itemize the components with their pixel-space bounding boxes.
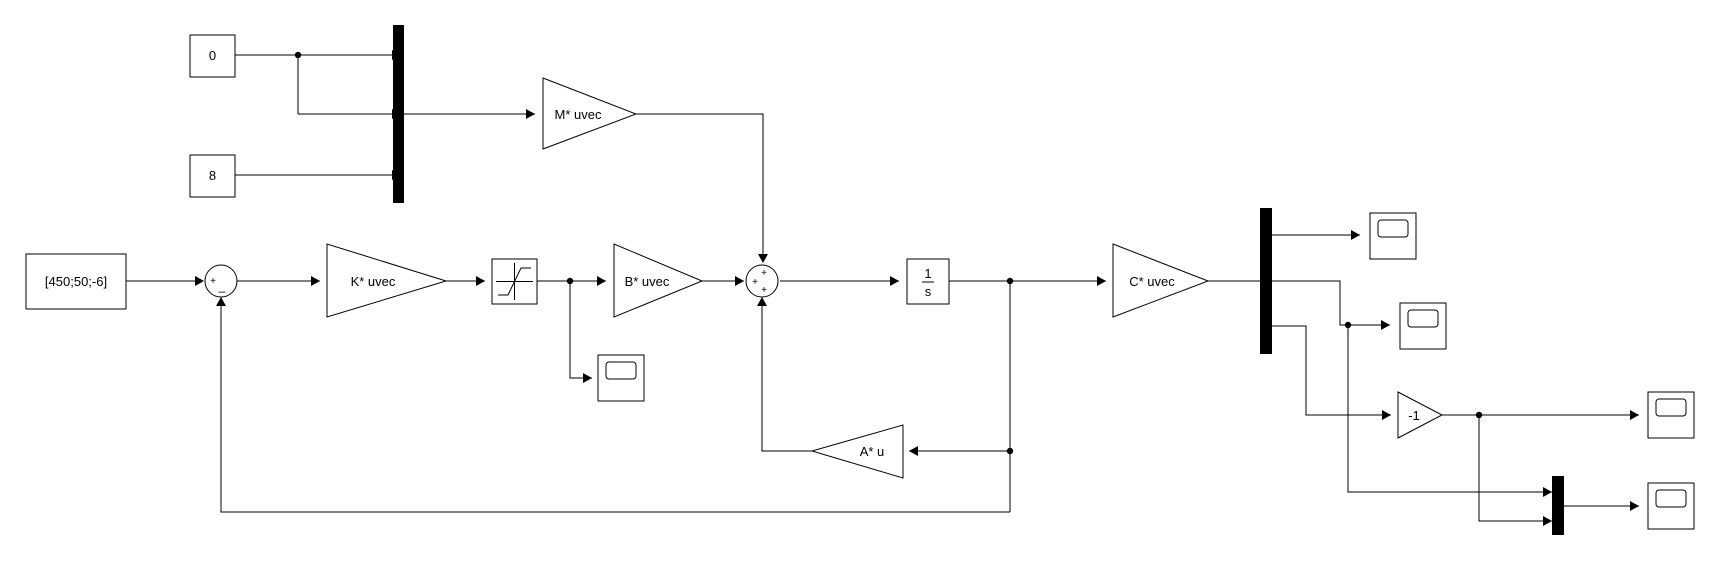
signal-lines [126,54,1639,522]
scope-combined[interactable] [1647,482,1695,530]
branch-dot [1006,277,1014,285]
scope-screen-icon [605,361,637,380]
gain-block-negate[interactable]: -1 [1397,391,1444,439]
branch-dot [1006,447,1014,455]
sum-error-sign-minus: _ [218,279,226,293]
sum-main-sign-top: + [761,268,767,279]
line-demux-neg[interactable] [1272,325,1391,416]
scope-screen-icon [1655,398,1687,417]
sum-error-sign-plus: + [210,276,216,287]
scope-screen-icon [1377,219,1409,238]
saturation-icon [498,267,531,296]
gain-block-k[interactable]: K* uvec [326,243,448,318]
gain-negate-label: -1 [1408,408,1420,423]
scope-screen-icon [1655,489,1687,508]
gain-k-label: K* uvec [351,274,396,289]
saturation-block[interactable] [491,258,538,305]
sum-main-sign-left: + [752,277,758,288]
gain-a-label: A* u [860,444,885,459]
constant-zero-label: 0 [209,48,216,63]
constant-reference-label: [450;50;-6] [45,274,107,289]
branch-dot [1475,411,1483,419]
gain-c-label: C* uvec [1129,274,1175,289]
integrator-denominator: s [925,284,932,299]
line-out2-mux2[interactable] [1347,325,1552,493]
branch-dot [294,51,302,59]
gain-block-c[interactable]: C* uvec [1112,243,1210,318]
scope-saturation[interactable] [597,354,645,402]
constant-block-zero[interactable]: 0 [189,34,236,78]
branch-points [294,51,1483,455]
scope-negated[interactable] [1647,391,1695,439]
scope-output-1[interactable] [1369,212,1417,260]
scope-output-2[interactable] [1399,302,1447,350]
integrator-block[interactable]: 1 s [906,258,950,305]
mux-bar-scope[interactable] [1552,476,1564,535]
line-demux-out2[interactable] [1272,280,1390,326]
line-gaina-sum[interactable] [761,306,812,452]
gain-m-label: M* uvec [555,107,602,122]
sum-block-error[interactable]: + _ [204,264,238,298]
sum-main-sign-bottom: + [761,285,767,296]
mux-bar-input[interactable] [393,25,404,203]
line-neg-mux2[interactable] [1478,415,1552,522]
sum-block-main[interactable]: + + + [745,264,779,298]
integrator-numerator: 1 [924,266,931,281]
gain-block-m[interactable]: M* uvec [542,77,638,150]
line-sat-scope[interactable] [569,281,592,379]
constant-block-reference[interactable]: [450;50;-6] [25,253,127,310]
gain-b-label: B* uvec [625,274,670,289]
demux-bar-output[interactable] [1260,208,1272,354]
scope-screen-icon [1407,309,1439,328]
branch-dot [566,277,574,285]
line-gainm-sum[interactable] [636,113,764,254]
constant-eight-label: 8 [209,168,216,183]
gain-block-b[interactable]: B* uvec [613,243,704,318]
gain-block-a[interactable]: A* u [810,424,904,479]
line-feedback-error[interactable] [220,306,1010,513]
constant-block-eight[interactable]: 8 [189,154,236,198]
branch-dot [1344,321,1352,329]
